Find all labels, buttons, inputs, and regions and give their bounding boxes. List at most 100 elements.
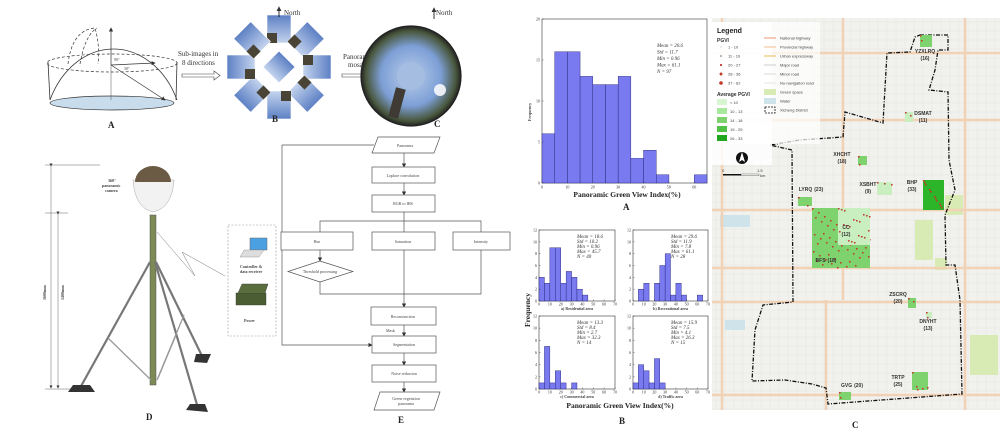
y-tick-label: 8 — [535, 338, 537, 343]
pgvi-point — [920, 39, 923, 42]
histogram-bar — [567, 51, 581, 184]
pgvi-point — [904, 111, 907, 114]
stat-text: Max = 61.1 — [670, 250, 695, 255]
x-tick-label: 50 — [591, 390, 595, 395]
pgvi-point — [939, 204, 942, 207]
histogram-bar — [664, 253, 671, 302]
site-area-xhcht — [858, 156, 867, 165]
histogram-bar — [555, 370, 561, 390]
histogram-bar — [670, 294, 677, 302]
x-tick-label: 0 — [538, 302, 540, 307]
x-tick-label: 30 — [570, 390, 574, 395]
pgvi-point — [840, 244, 843, 247]
flow-threshold-text: Threshold processing — [303, 269, 337, 274]
site-value: (23) — [814, 187, 823, 193]
y-tick-label: 12 — [533, 314, 537, 319]
x-tick-label: 70 — [706, 302, 710, 307]
angle-30-label: 30° — [124, 66, 130, 71]
power-label: Power — [244, 318, 255, 323]
legend-title: Legend — [717, 28, 742, 35]
legend-pgvi-class: 11 - 19 — [728, 54, 741, 59]
y-tick-label: 12 — [627, 314, 631, 319]
flow-reconstruction-text: Reconstruction — [391, 314, 415, 319]
pgvi-point — [854, 264, 857, 267]
x-tick-label: 30 — [663, 302, 667, 307]
site-name: CC — [842, 225, 850, 231]
pgvi-point — [817, 211, 820, 214]
y-tick-label: 4 — [629, 362, 631, 367]
legend-avg-class: 14 - 18 — [730, 118, 743, 123]
histogram-bar — [605, 84, 619, 184]
sub-image — [226, 54, 256, 80]
pgvi-point — [848, 260, 851, 263]
x-tick-label: 60 — [602, 302, 606, 307]
pgvi-point — [814, 216, 817, 219]
y-tick-label: 4 — [535, 275, 537, 280]
histogram-bar — [617, 76, 632, 184]
site-area-trtp — [912, 372, 928, 390]
pgvi-point — [867, 255, 870, 258]
panel-c-label: C — [434, 119, 441, 129]
y-tick-label: 2 — [629, 374, 631, 379]
pgvi-point — [855, 219, 858, 222]
flow-rgb-text: RGB to IHS — [393, 201, 413, 206]
pgvi-point — [923, 181, 926, 184]
pgvi-point — [839, 261, 842, 264]
x-tick-label: 10 — [548, 390, 552, 395]
histogram-bar — [659, 382, 666, 390]
pgvi-point — [832, 228, 835, 231]
angle-90-label: 90° — [114, 57, 120, 62]
histogram-bar — [656, 174, 670, 184]
x-tick-label: 0 — [632, 302, 634, 307]
stat-text: Min = 4.1 — [670, 331, 691, 336]
stat-text: Mean = 13.3 — [576, 321, 604, 326]
site-value: (13) — [924, 326, 933, 332]
legend-avg-class: 26 - 33 — [730, 136, 743, 141]
y-tick-label: 8 — [629, 338, 631, 343]
pgvi-point — [823, 215, 826, 218]
x-tick-label: 10 — [565, 185, 569, 190]
legend-line-class: Minor road — [780, 72, 799, 77]
histogram-bar — [643, 370, 650, 390]
pgvi-point — [921, 387, 924, 390]
pgvi-point — [830, 262, 833, 265]
histogram-bar — [560, 283, 567, 302]
camera-label-2: panoramic — [102, 183, 121, 188]
legend-avg-class: 19 - 25 — [730, 127, 743, 132]
flow-noise-text: Noise reduction — [391, 371, 416, 376]
site-name: LYRQ — [799, 187, 813, 193]
site-name: ZSCRQ — [889, 292, 907, 298]
y-tick-label: 6 — [535, 350, 537, 355]
site-value: (18) — [828, 258, 837, 264]
legend-swatch — [717, 108, 727, 114]
camera-label-3: camera — [105, 188, 118, 193]
pgvi-point — [834, 240, 837, 243]
pgvi-point — [822, 232, 825, 235]
stat-text: Mean = 18.6 — [576, 235, 604, 240]
x-tick-label: 0 — [541, 185, 543, 190]
pgvi-point — [933, 195, 936, 198]
site-area-dnyht — [926, 312, 932, 318]
histogram-bar — [571, 277, 578, 302]
stat-text: Max = 61.1 — [656, 64, 681, 69]
histogram-bar — [654, 283, 660, 302]
y-tick-label: 0 — [629, 387, 631, 392]
pgvi-point — [818, 254, 821, 257]
stat-text: N = 15 — [670, 341, 686, 346]
site-name: GVG — [841, 383, 852, 389]
arrow1-text-2: 8 directions — [182, 59, 215, 67]
scale-1: 1.5 — [757, 168, 763, 173]
pgvi-point — [838, 391, 841, 394]
pgvi-point — [847, 239, 850, 242]
panel-d-label: D — [146, 412, 153, 422]
pgvi-point — [934, 197, 937, 200]
hist-b-panel-label: B — [619, 416, 625, 426]
stat-text: N = 40 — [576, 255, 592, 260]
x-tick-label: 70 — [706, 390, 710, 395]
scale-bar: 0 1.5 km — [722, 168, 766, 178]
legend-point-icon — [719, 63, 723, 67]
pgvi-point — [857, 234, 860, 237]
histogram-bar — [555, 247, 561, 302]
